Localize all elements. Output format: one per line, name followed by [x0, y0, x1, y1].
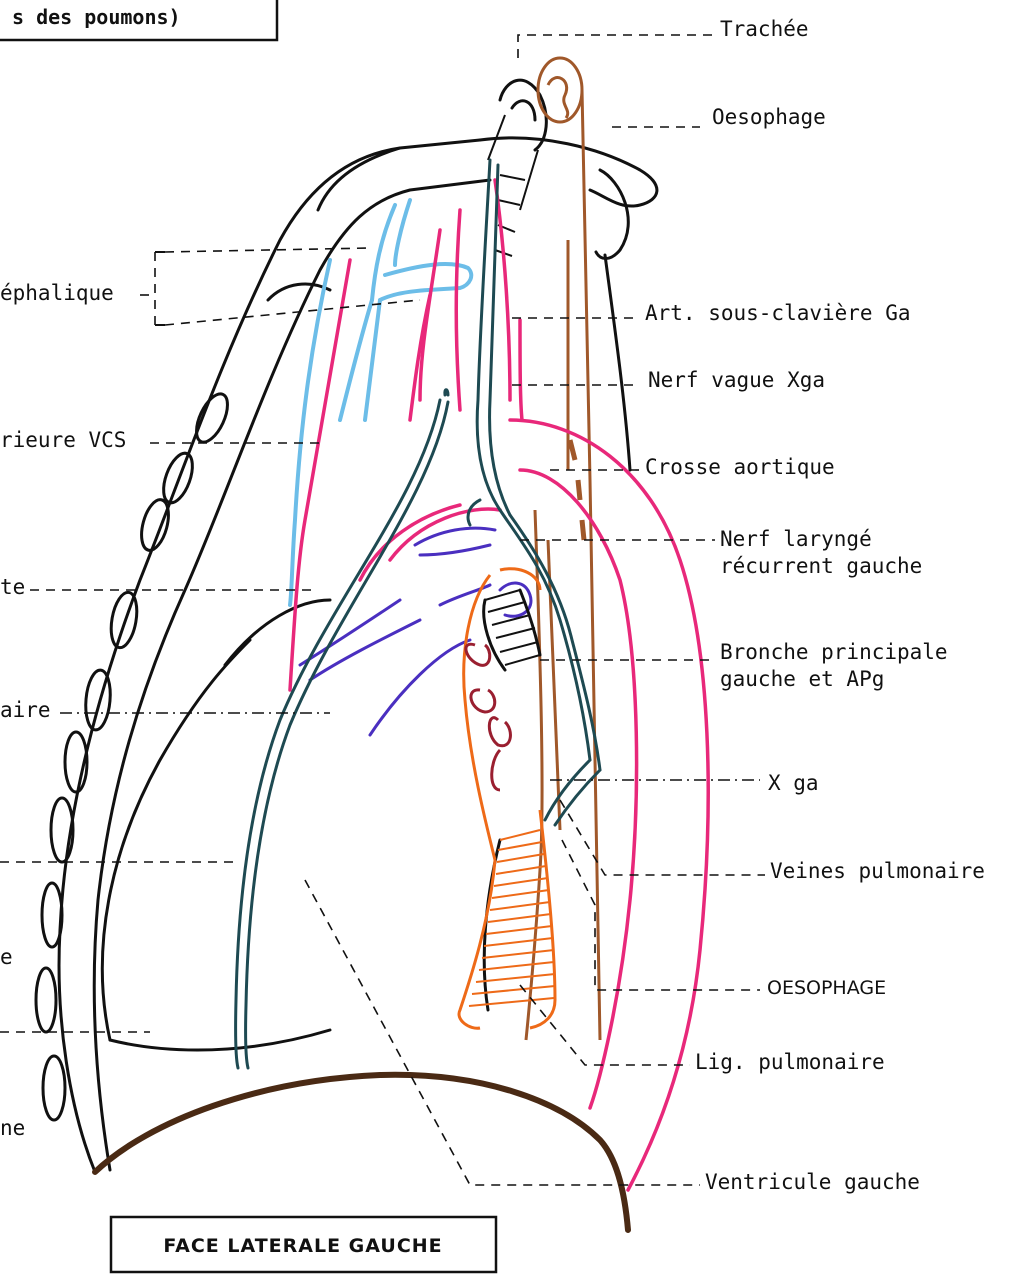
- right-labels: Trachée Oesophage Art. sous-clavière Ga …: [645, 17, 985, 1194]
- label-crosse-aortique: Crosse aortique: [645, 455, 835, 479]
- label-oesophage-top: Oesophage: [712, 105, 826, 129]
- label-ne: ne: [0, 1116, 25, 1140]
- label-nerf-larynge-2: récurrent gauche: [720, 554, 922, 578]
- label-x-ga: X ga: [768, 771, 819, 795]
- oesophagus-brown: [526, 58, 600, 1040]
- label-bronche-1: Bronche principale: [720, 640, 948, 664]
- footer-title-box: FACE LATERALE GAUCHE: [111, 1217, 496, 1272]
- veins-lightblue: [290, 200, 471, 605]
- mediastinum-outline: [36, 138, 657, 1172]
- label-veines-pulmonaire: Veines pulmonaire: [770, 859, 985, 883]
- diaphragm: [95, 1075, 628, 1230]
- label-cephalique: éphalique: [0, 281, 114, 305]
- nerves-teal: [236, 160, 600, 1068]
- arteries-pink: [290, 180, 708, 1190]
- top-title-box: s des poumons): [0, 0, 277, 40]
- label-lig-pulmonaire: Lig. pulmonaire: [695, 1050, 885, 1074]
- label-vcs: rieure VCS: [0, 428, 126, 452]
- label-bronche-2: gauche et APg: [720, 667, 884, 691]
- label-e: e: [0, 945, 13, 969]
- label-nerf-vague: Nerf vague Xga: [648, 368, 825, 392]
- label-art-sous-claviere: Art. sous-clavière Ga: [645, 301, 911, 325]
- label-nerf-larynge-1: Nerf laryngé: [720, 527, 872, 551]
- pulmonary-purple: [300, 528, 531, 735]
- top-title-text: s des poumons): [12, 5, 181, 29]
- label-trachee: Trachée: [720, 17, 809, 41]
- footer-title: FACE LATERALE GAUCHE: [163, 1235, 442, 1257]
- label-oesophage-low: OESOPHAGE: [767, 977, 886, 999]
- label-ventricule-gauche: Ventricule gauche: [705, 1170, 920, 1194]
- label-aire: aire: [0, 698, 51, 722]
- label-te: te: [0, 575, 25, 599]
